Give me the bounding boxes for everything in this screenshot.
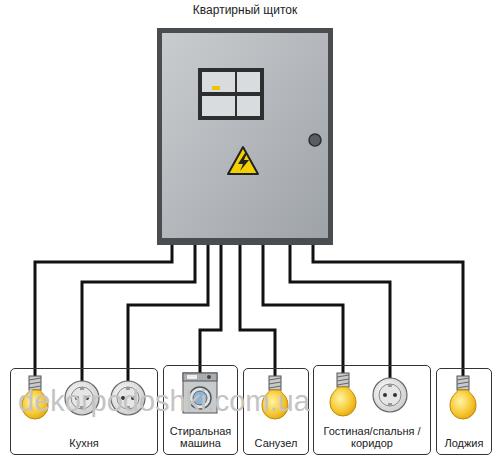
wire bbox=[313, 245, 463, 368]
breaker-row bbox=[202, 72, 260, 92]
breaker-divider bbox=[235, 72, 237, 92]
wire bbox=[200, 245, 221, 365]
socket-icon bbox=[373, 365, 407, 412]
breaker-row bbox=[202, 96, 260, 116]
group-label: Кухня bbox=[69, 437, 98, 449]
watermark: dekorpodoshki.com.ua bbox=[18, 385, 310, 418]
switchboard: Квартирный щиток bbox=[150, 4, 340, 245]
group-label: Гостиная/спальня /коридор bbox=[317, 425, 427, 449]
cabinet-door bbox=[162, 33, 328, 238]
lamp-icon bbox=[450, 368, 476, 419]
door-knob bbox=[309, 134, 321, 146]
circuit-group: Лоджия bbox=[436, 368, 492, 455]
breaker-indicator bbox=[212, 86, 220, 90]
cabinet-frame bbox=[157, 28, 333, 245]
group-label: Стиральная машина bbox=[167, 425, 234, 449]
group-label: Лоджия bbox=[445, 437, 484, 449]
warning-sign bbox=[228, 147, 258, 174]
breaker-divider bbox=[235, 96, 237, 116]
wire bbox=[128, 245, 208, 368]
diagram-title: Квартирный щиток bbox=[150, 4, 340, 16]
lamp-icon bbox=[330, 365, 356, 416]
switchboard-cabinet bbox=[157, 28, 333, 245]
group-label: Санузел bbox=[255, 437, 298, 449]
circuit-group: Гостиная/спальня /коридор bbox=[313, 365, 431, 455]
lightning-symbol bbox=[238, 153, 249, 171]
breaker-window bbox=[198, 68, 264, 120]
